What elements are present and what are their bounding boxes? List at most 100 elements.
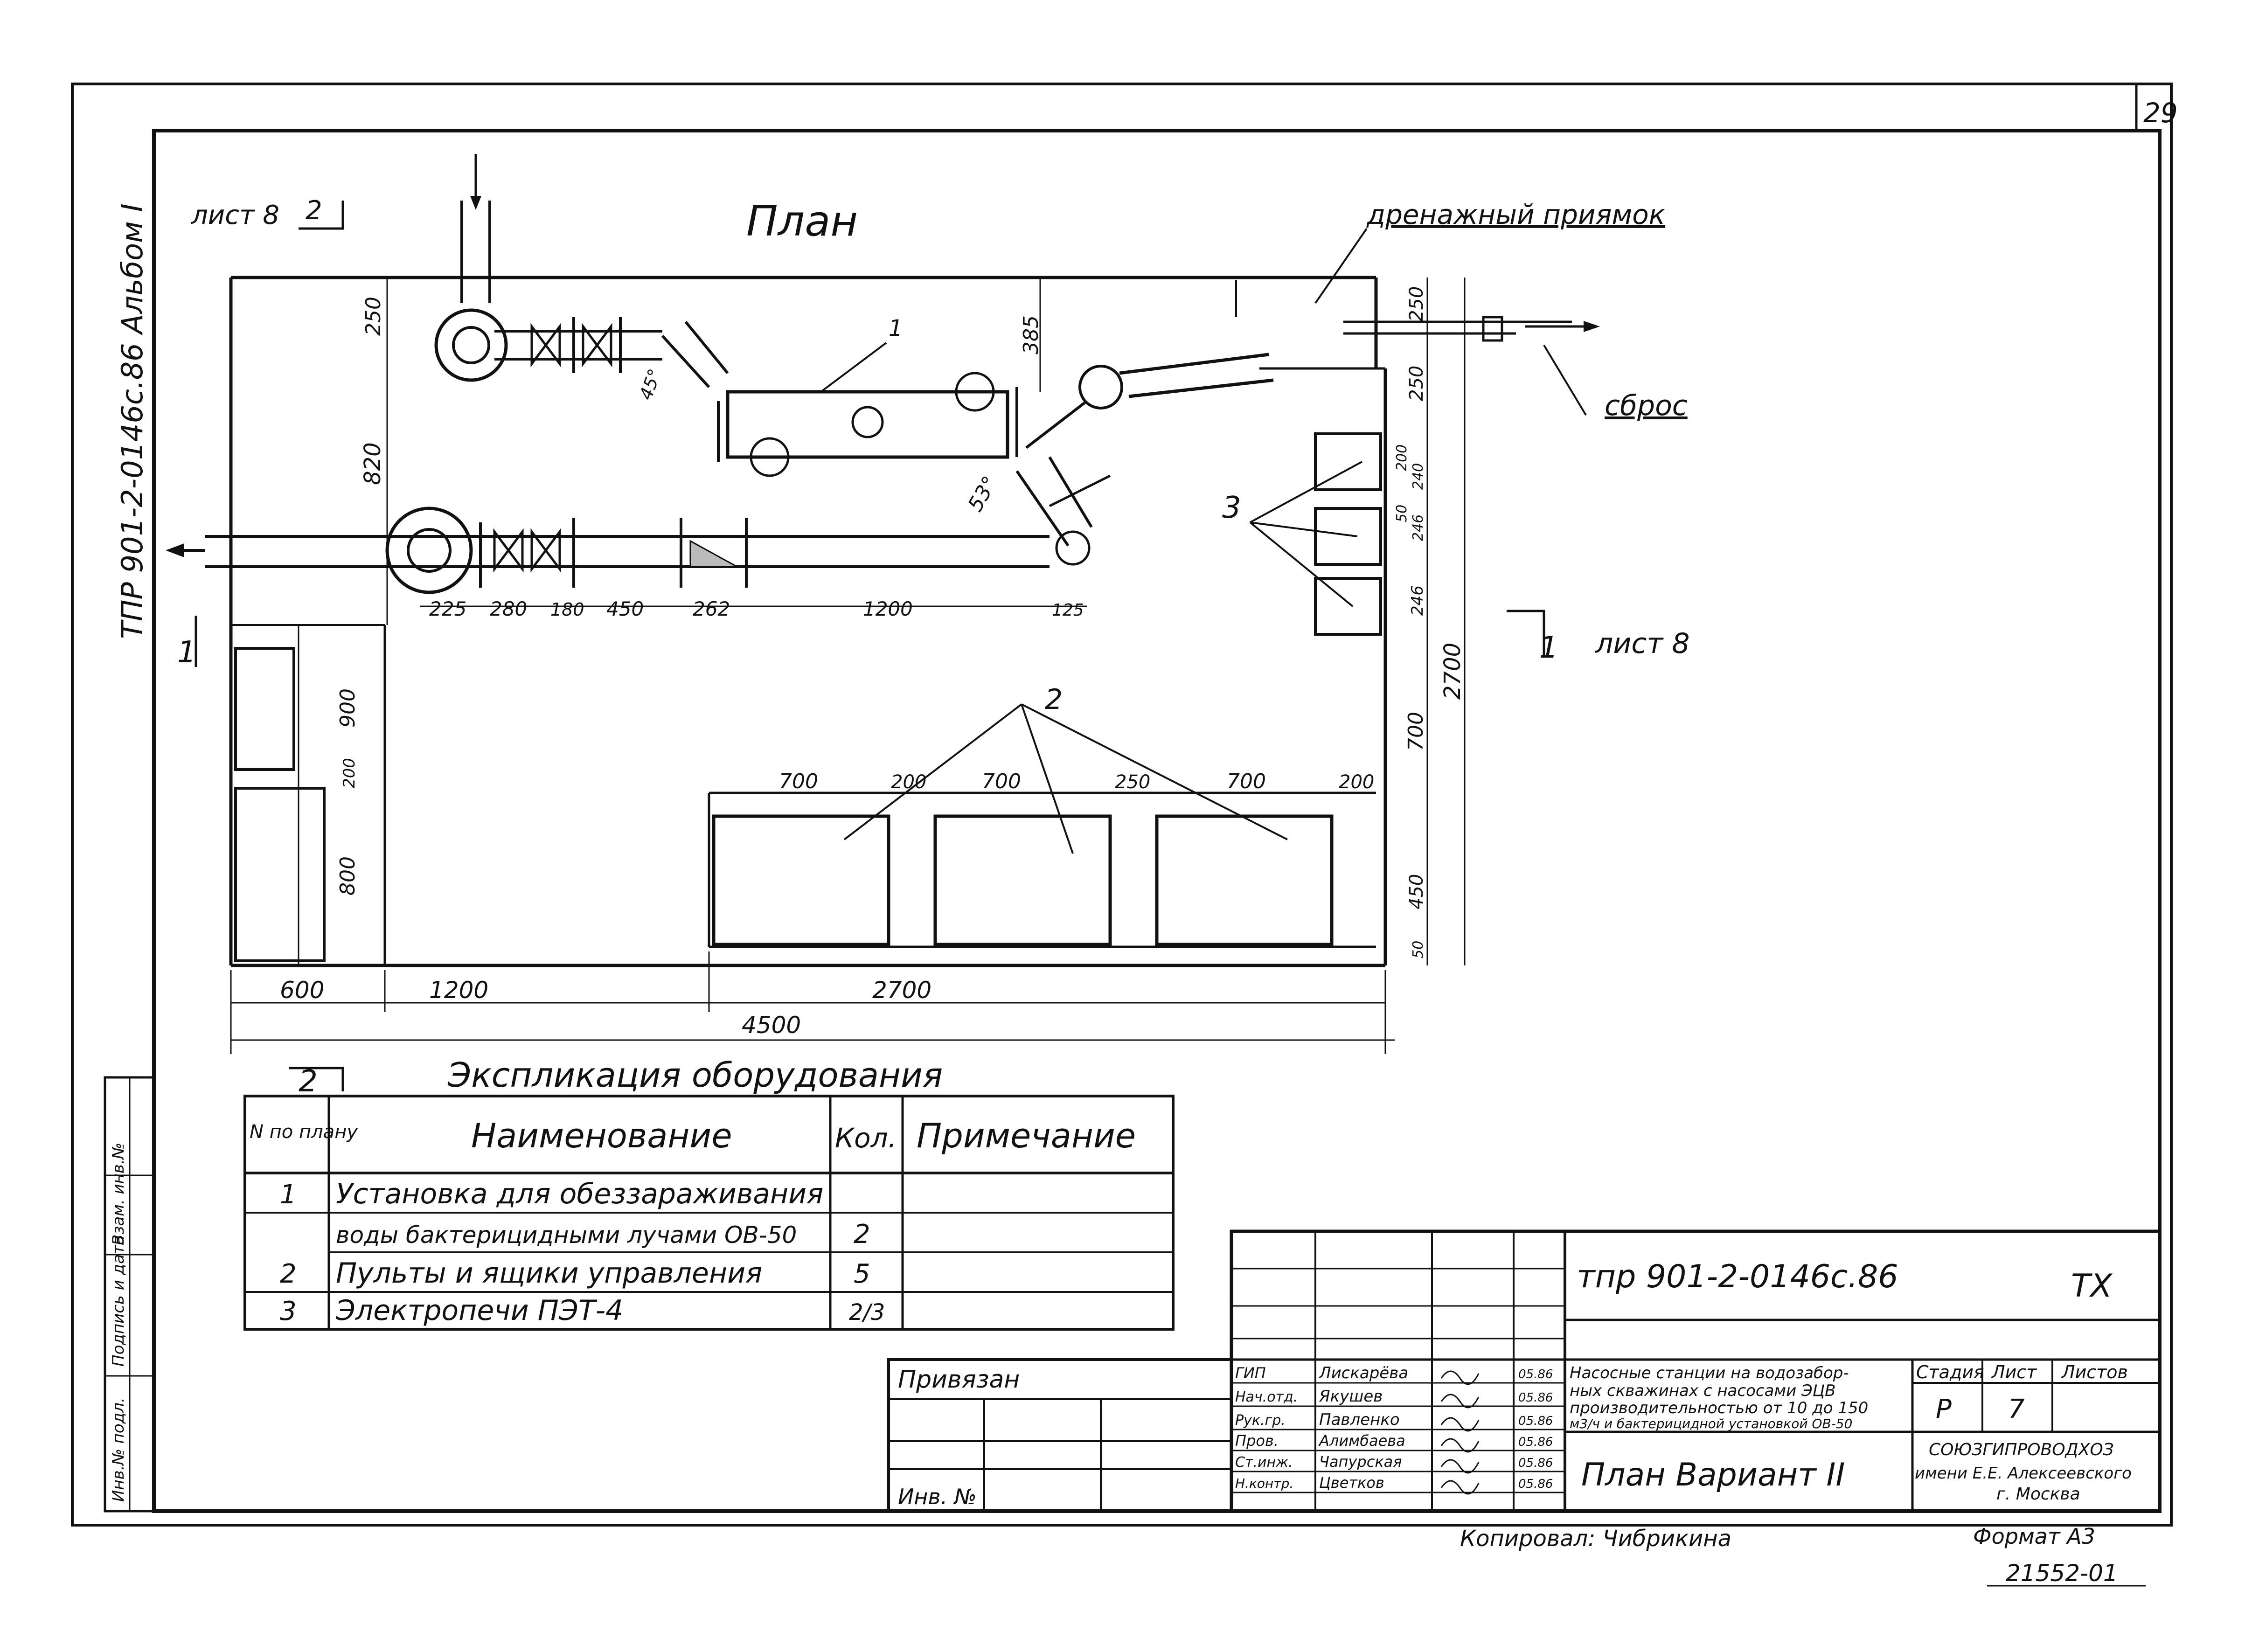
org-line-2: имени Е.Е. Алексеевского <box>1915 1464 2132 1483</box>
side-stamp <box>104 1076 155 1513</box>
table-row: 1 Установка для обеззараживания <box>280 1178 823 1210</box>
table-row: 3 Электропечи ПЭТ-4 2/3 <box>280 1294 885 1327</box>
dim-bottom-1200: 1200 <box>429 977 488 1004</box>
description-line-2: ных скважинах с насосами ЭЦВ <box>1570 1381 1835 1400</box>
dim-left-900: 900 <box>336 688 360 728</box>
dim-pipe-225: 225 <box>429 597 466 620</box>
table-row-3-qty: 5 <box>854 1259 870 1289</box>
dim-pipe-125: 125 <box>1052 601 1084 620</box>
side-stamp-inv: Инв.№ подл. <box>109 1397 128 1502</box>
signature-row: Н.контр. Цветков 05.86 <box>1235 1474 1553 1495</box>
dim-pipe-280: 280 <box>490 597 527 620</box>
dim-r-246: 246 <box>1410 514 1426 541</box>
dim-pipe-450: 450 <box>606 597 644 620</box>
archive-number: 21552-01 <box>2006 1560 2118 1587</box>
sheet-header: Лист <box>1991 1362 2037 1382</box>
dim-panel-700c: 700 <box>1227 770 1266 793</box>
table-row-4-qty: 2/3 <box>849 1299 885 1326</box>
signature-row: Нач.отд. Якушев 05.86 <box>1235 1387 1553 1409</box>
dim-left-200: 200 <box>340 758 359 788</box>
doc-mark: ТХ <box>2071 1268 2113 1305</box>
signature-mark <box>1440 1459 1480 1474</box>
dim-right-2700: 2700 <box>1439 643 1466 700</box>
dim-top-250: 250 <box>1406 286 1427 322</box>
dim-top-385: 385 <box>1019 315 1043 354</box>
signature-name: Якушев <box>1319 1387 1383 1406</box>
signature-mark <box>1440 1417 1480 1432</box>
dim-left-800: 800 <box>336 856 360 895</box>
signature-role: ГИП <box>1235 1364 1266 1382</box>
signature-row: Ст.инж. Чапурская 05.86 <box>1235 1453 1553 1474</box>
signature-role: Нач.отд. <box>1235 1389 1298 1405</box>
sheets-header: Листов <box>2061 1362 2128 1382</box>
dim-bottom-600: 600 <box>280 977 324 1004</box>
callout-discharge: сброс <box>1605 389 1688 422</box>
dim-bottom-2700: 2700 <box>872 977 931 1004</box>
dim-panel-700b: 700 <box>982 770 1021 793</box>
table-header-note: Примечание <box>917 1116 1136 1155</box>
org-line-1: СОЮЗГИПРОВОДХОЗ <box>1929 1440 2114 1459</box>
dimension-lines <box>230 278 1466 1054</box>
signature-name: Алимбаева <box>1318 1432 1405 1450</box>
stage-value: Р <box>1936 1394 1952 1424</box>
copied-by: Копировал: Чибрикина <box>1460 1526 1731 1552</box>
heaters-item-3 <box>1249 432 1382 636</box>
signature-row: ГИП Лискарёва 05.86 <box>1235 1364 1553 1385</box>
dim-r-246b: 246 <box>1408 585 1427 616</box>
table-row-3-name: Пульты и ящики управления <box>336 1257 762 1290</box>
table-row: воды бактерицидными лучами ОВ-50 2 <box>336 1219 870 1249</box>
table-header-name: Наименование <box>471 1116 732 1155</box>
sheet-number-value: 7 <box>2008 1394 2025 1424</box>
table-row-1-num: 1 <box>280 1180 297 1210</box>
room-walls <box>229 276 1387 967</box>
pipe-lower <box>166 456 1111 594</box>
callout-item-1: 1 <box>889 315 903 341</box>
org-line-3: г. Москва <box>1996 1485 2080 1504</box>
dim-r-700: 700 <box>1404 712 1428 751</box>
bound-label: Привязан <box>898 1366 1020 1394</box>
dim-panel-200b: 200 <box>1339 771 1374 793</box>
signature-date: 05.86 <box>1518 1477 1553 1491</box>
section-mark-left: 1 <box>177 635 196 670</box>
dim-left-820: 820 <box>360 442 386 485</box>
callout-item-2: 2 <box>1045 683 1063 716</box>
dim-panel-250: 250 <box>1115 771 1150 793</box>
side-stamp-sign: Подпись и дата <box>109 1235 128 1367</box>
pipe-upper <box>434 308 729 389</box>
cabinet-left-upper <box>234 647 295 771</box>
callout-drain-pit: дренажный приямок <box>1366 199 1665 230</box>
equipment-table-title: Экспликация оборудования <box>447 1055 943 1095</box>
inv-label: Инв. № <box>898 1484 977 1509</box>
dim-pipe-1200: 1200 <box>863 597 913 620</box>
dim-r-240: 240 <box>1410 463 1426 490</box>
table-header-num: N по плану <box>250 1121 358 1143</box>
pipe-discharge <box>1025 316 1600 449</box>
uv-unit-item-1 <box>717 372 1018 477</box>
dim-panel-200a: 200 <box>891 771 926 793</box>
dim-r-50: 50 <box>1394 505 1410 522</box>
signature-mark <box>1440 1394 1480 1409</box>
dim-r-200: 200 <box>1394 444 1410 471</box>
dim-overall: 4500 <box>742 1012 801 1039</box>
dim-pipe-262: 262 <box>693 597 730 620</box>
cabinet-left-lower <box>234 787 326 962</box>
signature-date: 05.86 <box>1518 1367 1553 1381</box>
dim-r-50b: 50 <box>1410 941 1426 958</box>
section-arrow-top <box>299 201 344 230</box>
dim-r-450: 450 <box>1406 874 1427 909</box>
sheet-ref-top: лист 8 <box>191 200 279 230</box>
sheet-title: План Вариант II <box>1581 1457 1845 1493</box>
signature-role: Н.контр. <box>1235 1476 1293 1491</box>
callout-item-3: 3 <box>1222 491 1241 525</box>
dim-pipe-180: 180 <box>550 599 584 620</box>
signature-name: Павленко <box>1319 1410 1400 1429</box>
description-line-3: производительностью от 10 до 150 <box>1570 1399 1868 1417</box>
table-row-4-name: Электропечи ПЭТ-4 <box>335 1294 623 1327</box>
table-row-3-num: 2 <box>280 1259 297 1289</box>
side-code: ТПР 901-2-0146с.86 Альбом I <box>115 203 149 639</box>
table-row-2-name: воды бактерицидными лучами ОВ-50 <box>336 1222 797 1249</box>
stage-header: Стадия <box>1916 1362 1984 1382</box>
table-row-2-qty: 2 <box>854 1219 870 1249</box>
dim-left-250: 250 <box>361 297 385 336</box>
signature-name: Лискарёва <box>1318 1364 1408 1382</box>
